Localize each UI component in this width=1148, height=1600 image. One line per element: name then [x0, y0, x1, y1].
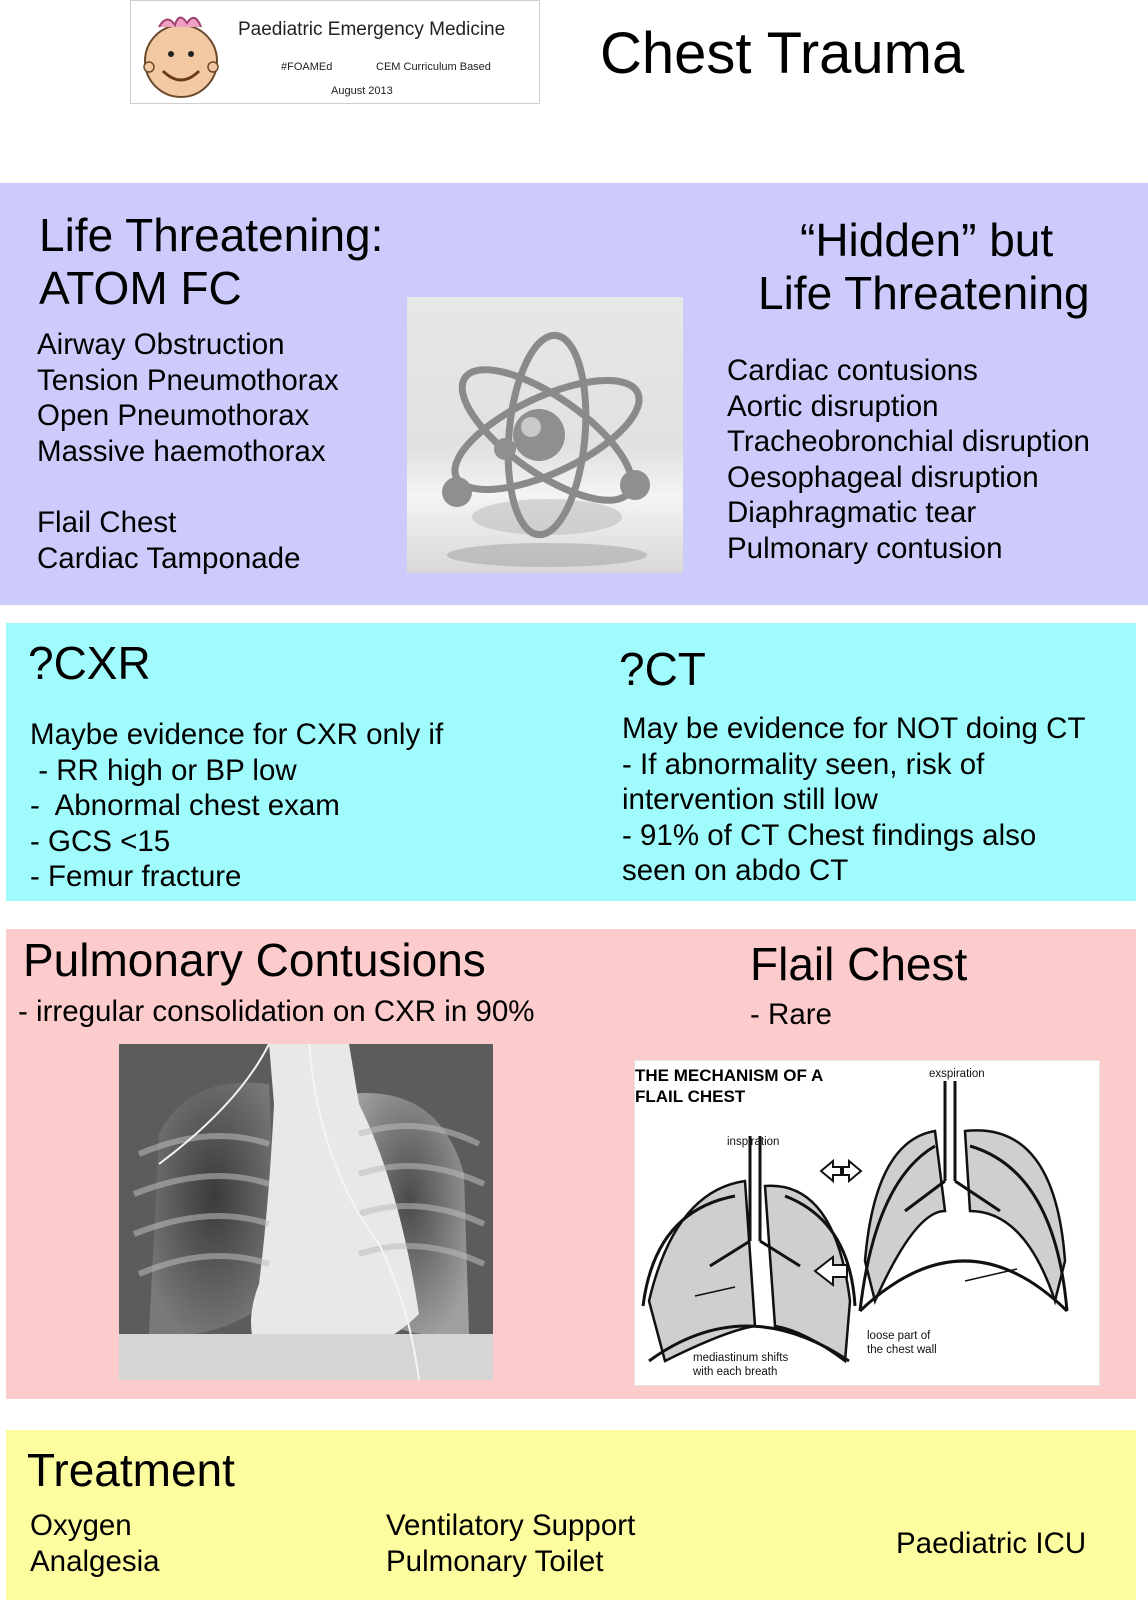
page-title: Chest Trauma — [600, 21, 965, 86]
list-item: - GCS <15 — [30, 824, 171, 858]
list-item: Analgesia — [30, 1544, 160, 1578]
list-item: Pulmonary contusion — [727, 531, 1003, 565]
list-item: Oesophageal disruption — [727, 460, 1039, 494]
flail-chest-diagram: THE MECHANISM OF A FLAIL CHEST exspirati… — [634, 1060, 1100, 1386]
list-item: - If abnormality seen, risk of — [622, 747, 985, 781]
logo-tag-foamed: #FOAMEd — [281, 61, 333, 73]
list-item: - Femur fracture — [30, 860, 242, 893]
list-item: Cardiac Tamponade — [37, 541, 301, 575]
baby-face-icon — [143, 16, 219, 98]
treatment-col3: Paediatric ICU — [896, 1527, 1087, 1560]
flail-subtitle: - Rare — [750, 998, 832, 1031]
list-item: Maybe evidence for CXR only if — [30, 718, 444, 751]
atom-image — [407, 297, 683, 573]
logo-tag-curriculum: CEM Curriculum Based — [376, 61, 491, 73]
atom-list: Airway Obstruction Tension Pneumothorax … — [37, 327, 339, 469]
atom-icon — [442, 331, 650, 567]
chest-xray-image — [119, 1044, 493, 1380]
logo-banner: Paediatric Emergency Medicine #FOAMEd CE… — [130, 0, 540, 104]
treatment-panel: Treatment Oxygen Analgesia Ventilatory S… — [6, 1430, 1136, 1600]
list-item: Tension Pneumothorax — [37, 363, 339, 397]
list-item: Pulmonary Toilet — [386, 1544, 604, 1578]
imaging-panel: ?CXR Maybe evidence for CXR only if - RR… — [6, 623, 1136, 901]
fc-list: Flail Chest Cardiac Tamponade — [37, 505, 300, 576]
cxr-list: Maybe evidence for CXR only if - RR high… — [30, 717, 443, 895]
pulmonary-heading: Pulmonary Contusions — [23, 934, 486, 986]
list-item: Tracheobronchial disruption — [727, 425, 1090, 458]
hidden-heading-1: “Hidden” but — [800, 214, 1054, 266]
hidden-heading-2: Life Threatening — [758, 267, 1090, 319]
treatment-col2: Ventilatory Support Pulmonary Toilet — [386, 1508, 635, 1579]
lungs-diagram-icon — [641, 1081, 1069, 1364]
life-threatening-heading-1: Life Threatening: — [39, 209, 384, 261]
logo-title: Paediatric Emergency Medicine — [238, 19, 506, 40]
life-threatening-heading-2: ATOM FC — [39, 262, 242, 314]
list-item: - RR high or BP low — [30, 753, 297, 787]
ct-list: May be evidence for NOT doing CT - If ab… — [622, 711, 1085, 889]
list-item: intervention still low — [622, 783, 878, 816]
list-item: Diaphragmatic tear — [727, 496, 977, 529]
list-item: May be evidence for NOT doing CT — [622, 712, 1086, 745]
diagram-mediastinum-label: mediastinum shifts with each breath — [693, 1352, 789, 1378]
list-item: Oxygen — [30, 1509, 132, 1542]
list-item: Open Pneumothorax — [37, 399, 310, 432]
list-item: Ventilatory Support — [386, 1509, 636, 1542]
diagram-loose-label: loose part of the chest wall — [867, 1330, 937, 1356]
list-item: Massive haemothorax — [37, 434, 326, 468]
cxr-heading: ?CXR — [28, 637, 151, 689]
pulmonary-subtitle: - irregular consolidation on CXR in 90% — [18, 995, 535, 1028]
list-item: Cardiac contusions — [727, 354, 978, 387]
list-item: - 91% of CT Chest findings also — [622, 818, 1037, 852]
list-item: Aortic disruption — [727, 389, 939, 423]
flail-heading: Flail Chest — [750, 938, 968, 990]
diagram-title: THE MECHANISM OF A FLAIL CHEST — [635, 1066, 824, 1106]
diagram-inspiration-label: inspiration — [727, 1136, 780, 1148]
hidden-list: Cardiac contusions Aortic disruption Tra… — [727, 353, 1090, 566]
list-item: - Abnormal chest exam — [30, 789, 340, 822]
treatment-heading: Treatment — [27, 1444, 235, 1496]
list-item: Flail Chest — [37, 506, 177, 539]
ct-heading: ?CT — [619, 643, 706, 695]
diagram-expiration-label: exspiration — [929, 1068, 985, 1080]
logo-date: August 2013 — [331, 85, 393, 97]
chest-xray-icon — [119, 1044, 493, 1380]
list-item: seen on abdo CT — [622, 854, 849, 887]
treatment-col1: Oxygen Analgesia — [30, 1508, 160, 1579]
list-item: Airway Obstruction — [37, 328, 285, 361]
